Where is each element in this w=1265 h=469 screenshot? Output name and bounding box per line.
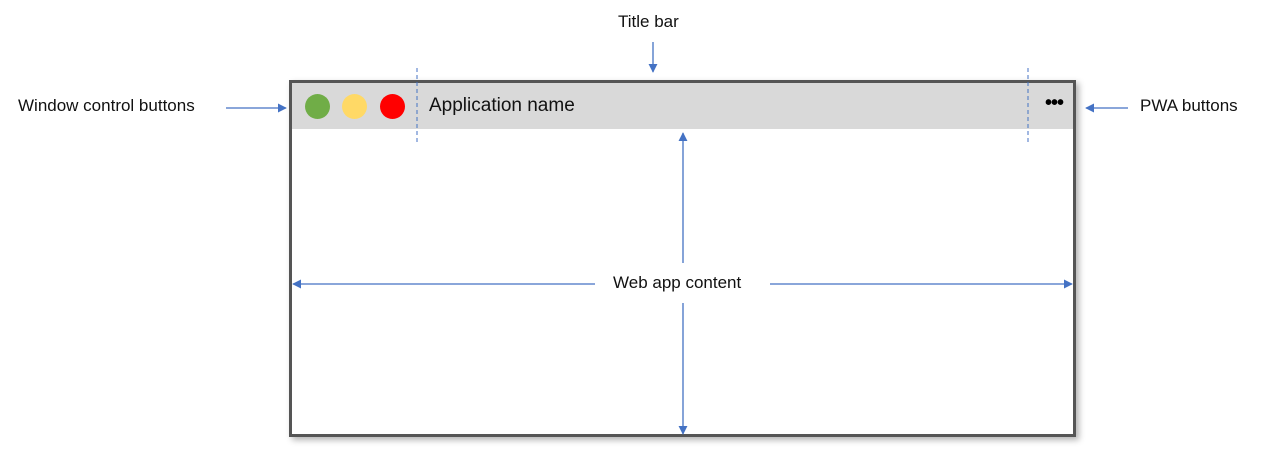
minimize-button[interactable]: [342, 94, 367, 119]
app-window-frame: Application name •••: [289, 80, 1076, 437]
close-button[interactable]: [380, 94, 405, 119]
title-bar: Application name •••: [292, 83, 1073, 129]
maximize-button[interactable]: [305, 94, 330, 119]
pwa-buttons-label: PWA buttons: [1140, 96, 1238, 115]
window-control-buttons-label: Window control buttons: [18, 96, 195, 115]
application-name: Application name: [429, 95, 575, 116]
title-bar-label: Title bar: [618, 12, 679, 31]
web-app-content-label: Web app content: [597, 273, 758, 293]
more-options-icon[interactable]: •••: [1044, 92, 1064, 114]
